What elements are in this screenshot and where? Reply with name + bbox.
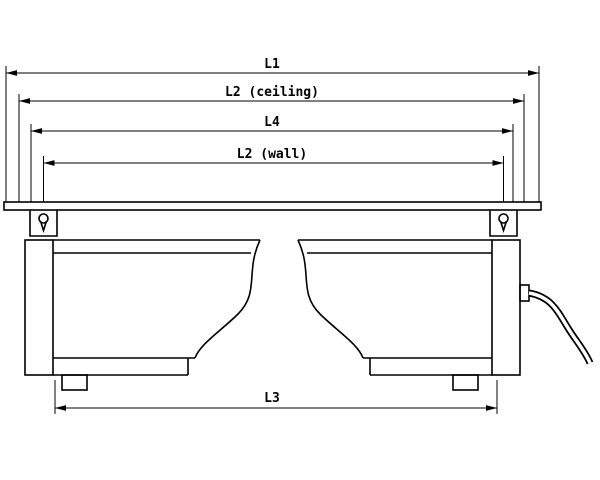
dimension-l2-ceiling: L2 (ceiling) [18, 85, 525, 202]
mounting-bracket-right [489, 210, 518, 237]
cord-core [528, 291, 592, 364]
l1-label: L1 [264, 57, 280, 72]
foot-left [61, 374, 88, 391]
mounting-bracket-left [29, 210, 58, 237]
dimension-l1: L1 [5, 57, 540, 202]
end-cap-right [491, 239, 521, 376]
body-left-half [53, 239, 261, 391]
end-cap-left [24, 239, 54, 376]
keyhole-right-slot [499, 220, 508, 234]
foot-right [452, 374, 479, 391]
l2-wall-label: L2 (wall) [237, 147, 307, 162]
mounting-flange [3, 201, 542, 211]
fixture-body [3, 201, 594, 391]
dimension-l3: L3 [54, 380, 498, 414]
body-right-break-curve [297, 239, 364, 359]
keyhole-right-icon [498, 213, 509, 224]
l3-label: L3 [264, 391, 280, 406]
cord-outline [528, 289, 594, 365]
body-right-half [297, 239, 492, 391]
l2-ceiling-label: L2 (ceiling) [225, 85, 319, 100]
keyhole-left-slot [39, 220, 48, 234]
keyhole-left-icon [38, 213, 49, 224]
body-left-break-curve [194, 239, 261, 359]
power-cord [519, 284, 594, 365]
dimension-l2-wall: L2 (wall) [43, 147, 504, 202]
dimension-l4: L4 [30, 115, 514, 202]
l4-label: L4 [264, 115, 280, 130]
cord-grommet [519, 284, 530, 302]
